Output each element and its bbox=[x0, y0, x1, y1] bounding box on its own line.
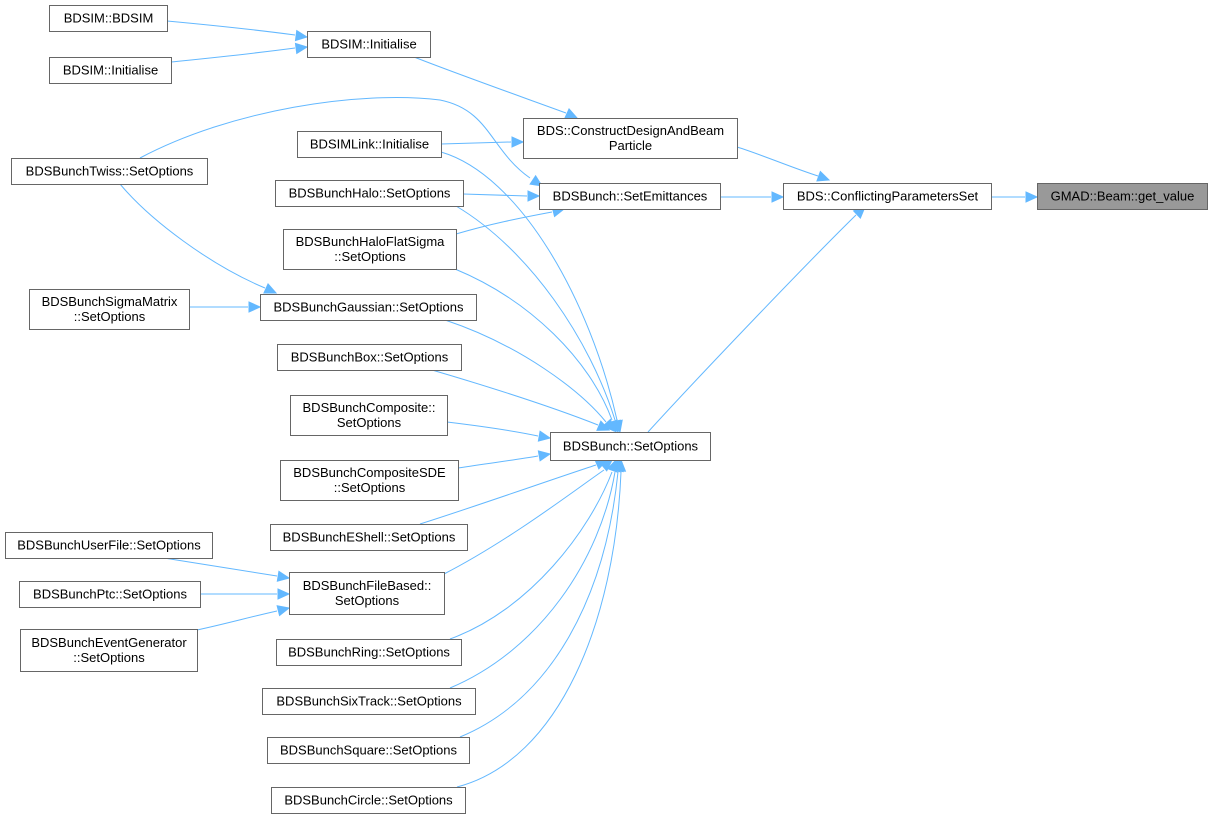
node-box[interactable] bbox=[283, 229, 457, 270]
node-filebased[interactable]: BDSBunchFileBased::SetOptions bbox=[289, 572, 445, 615]
edge-square-to-setopts bbox=[459, 471, 619, 738]
graph-edges bbox=[119, 20, 1039, 788]
node-ring[interactable]: BDSBunchRing::SetOptions bbox=[276, 639, 462, 666]
arrowhead-eventgen-to-filebased bbox=[276, 605, 291, 617]
node-box[interactable] bbox=[20, 629, 198, 672]
node-box[interactable] bbox=[29, 289, 190, 330]
edge-link_init-to-setopts bbox=[440, 151, 618, 421]
node-box[interactable] bbox=[270, 524, 468, 551]
node-sigmamatrix[interactable]: BDSBunchSigmaMatrix::SetOptions bbox=[29, 289, 190, 330]
node-box[interactable] bbox=[523, 118, 738, 159]
node-box[interactable] bbox=[275, 180, 464, 207]
node-setemit[interactable]: BDSBunch::SetEmittances bbox=[539, 183, 721, 210]
arrowhead-link_init-to-construct bbox=[511, 136, 525, 148]
node-box[interactable] bbox=[290, 395, 448, 436]
edge-gaussian-to-setopts bbox=[444, 319, 607, 423]
edge-filebased-to-setopts bbox=[443, 469, 605, 575]
edge-halo-to-setemit bbox=[462, 193, 528, 197]
node-box[interactable] bbox=[297, 131, 442, 158]
node-sixtrack[interactable]: BDSBunchSixTrack::SetOptions bbox=[262, 688, 476, 715]
node-link_init[interactable]: BDSIMLink::Initialise bbox=[297, 131, 442, 158]
node-conflicting[interactable]: BDS::ConflictingParametersSet bbox=[783, 183, 992, 210]
arrowhead-circle-to-setopts bbox=[614, 458, 627, 472]
node-box[interactable] bbox=[49, 57, 172, 84]
edge-twiss-to-setemit bbox=[139, 96, 531, 179]
node-box[interactable]: BDSBunchBox::SetOptions bbox=[277, 344, 462, 371]
arrowhead-ptc-to-filebased bbox=[277, 588, 291, 600]
arrowhead-twiss-to-gaussian bbox=[263, 283, 278, 294]
node-box[interactable] bbox=[262, 688, 476, 715]
arrowhead-gaussian-to-setopts bbox=[602, 418, 615, 432]
edge-setopts-to-conflicting bbox=[647, 214, 857, 433]
node-square[interactable]: BDSBunchSquare::SetOptions bbox=[267, 737, 470, 764]
edge-haloflat-to-setemit bbox=[455, 211, 553, 235]
edge-userfile-to-filebased bbox=[163, 557, 278, 577]
node-box[interactable] bbox=[271, 787, 466, 814]
node-bdsim_bdsim[interactable]: BDSIM::BDSIM bbox=[49, 5, 168, 32]
node-circle[interactable]: BDSBunchCircle::SetOptions bbox=[271, 787, 466, 814]
node-box[interactable] bbox=[783, 183, 992, 210]
edge-construct-to-conflicting bbox=[736, 146, 819, 177]
node-composite[interactable]: BDSBunchComposite::SetOptions bbox=[290, 395, 448, 436]
node-box[interactable] bbox=[276, 639, 462, 666]
node-haloflat[interactable]: BDSBunchHaloFlatSigma::SetOptions bbox=[283, 229, 457, 270]
node-box[interactable] bbox=[267, 737, 470, 764]
edge-sixtrack-to-setopts bbox=[449, 471, 616, 689]
node-eshell[interactable]: BDSBunchEShell::SetOptions bbox=[270, 524, 468, 551]
arrowhead-halo-to-setemit bbox=[527, 190, 541, 202]
edge-eshell-to-setopts bbox=[419, 464, 597, 525]
node-compositesde[interactable]: BDSBunchCompositeSDE::SetOptions bbox=[280, 460, 459, 501]
node-get_value[interactable]: GMAD::Beam::get_value bbox=[1037, 183, 1208, 210]
node-box[interactable] bbox=[11, 158, 208, 185]
node-box[interactable] bbox=[49, 5, 168, 32]
node-box[interactable] bbox=[1037, 183, 1208, 210]
node-box[interactable] bbox=[5, 532, 213, 559]
arrowhead-bdsiminit-to-construct bbox=[564, 108, 579, 119]
arrowhead-construct-to-conflicting bbox=[816, 170, 831, 182]
node-box[interactable] bbox=[260, 294, 477, 321]
edge-composite-to-setopts bbox=[446, 421, 539, 437]
edge-haloflat-to-setopts bbox=[454, 268, 613, 421]
arrowhead-sigmamatrix-to-gaussian bbox=[248, 301, 262, 313]
node-twiss[interactable]: BDSBunchTwiss::SetOptions bbox=[11, 158, 208, 185]
node-setopts[interactable]: BDSBunch::SetOptions bbox=[550, 432, 711, 461]
node-box[interactable] bbox=[19, 581, 201, 608]
node-ptc[interactable]: BDSBunchPtc::SetOptions bbox=[19, 581, 201, 608]
edge-eventgen-to-filebased bbox=[196, 610, 278, 631]
node-box[interactable] bbox=[280, 460, 459, 501]
arrowhead-bdsim_bdsim-to-bdsiminit bbox=[294, 29, 309, 42]
arrowhead-box-to-setopts bbox=[596, 420, 611, 431]
edge-compositesde-to-setopts bbox=[457, 455, 539, 469]
arrowhead-bdsim_init2-to-bdsiminit bbox=[294, 42, 309, 55]
arrowhead-conflicting-to-get_value bbox=[1025, 191, 1039, 203]
edge-link_init-to-construct bbox=[440, 141, 512, 145]
edge-bdsim_bdsim-to-bdsiminit bbox=[166, 20, 296, 36]
node-gaussian[interactable]: BDSBunchGaussian::SetOptions bbox=[260, 294, 477, 321]
node-box[interactable] bbox=[277, 344, 462, 371]
node-bdsim_init2[interactable]: BDSIM::Initialise bbox=[49, 57, 172, 84]
arrowhead-userfile-to-filebased bbox=[276, 570, 291, 582]
edge-box-to-setopts bbox=[431, 369, 599, 426]
edge-circle-to-setopts bbox=[456, 471, 622, 788]
edge-ring-to-setopts bbox=[449, 471, 613, 640]
node-halo[interactable]: BDSBunchHalo::SetOptions bbox=[275, 180, 464, 207]
edge-bdsiminit-to-construct bbox=[413, 56, 567, 114]
node-eventgen[interactable]: BDSBunchEventGenerator::SetOptions bbox=[20, 629, 198, 672]
node-box[interactable] bbox=[289, 572, 445, 615]
node-userfile[interactable]: BDSBunchUserFile::SetOptions bbox=[5, 532, 213, 559]
edge-halo-to-setopts bbox=[455, 205, 616, 421]
arrowhead-composite-to-setopts bbox=[537, 430, 552, 442]
arrowhead-filebased-to-setopts bbox=[599, 459, 613, 472]
arrowhead-setemit-to-conflicting bbox=[771, 191, 785, 203]
node-bdsiminit[interactable]: BDSIM::Initialise bbox=[307, 31, 431, 58]
graph-nodes: GMAD::Beam::get_value BDS::ConflictingPar… bbox=[5, 5, 1208, 814]
arrowhead-compositesde-to-setopts bbox=[537, 450, 552, 462]
node-box[interactable] bbox=[307, 31, 431, 58]
edge-twiss-to-gaussian bbox=[119, 183, 266, 289]
edge-bdsim_init2-to-bdsiminit bbox=[170, 47, 296, 63]
node-box[interactable] bbox=[550, 432, 711, 461]
node-box[interactable] bbox=[539, 183, 721, 210]
